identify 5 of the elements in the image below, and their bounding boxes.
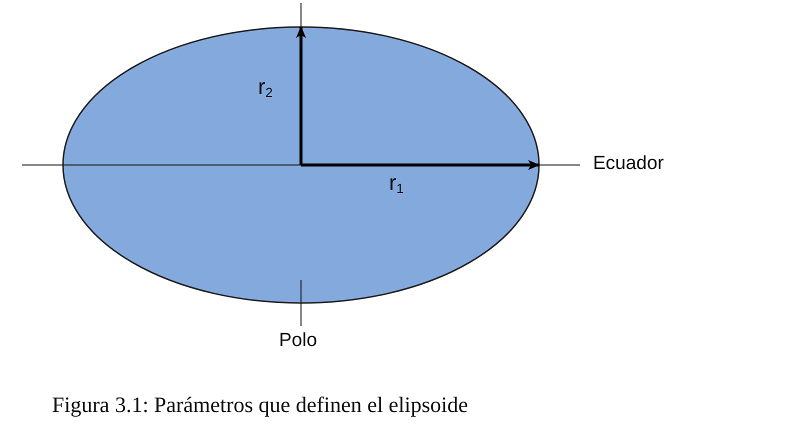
axis-label: Polo — [279, 330, 318, 352]
axis-label: r$_{1}$ — [389, 170, 404, 196]
figure-caption: Figura 3.1: Parámetros que definen el elipsoide — [52, 392, 468, 418]
axis-label: r$_{2}$ — [258, 74, 273, 100]
axis-label: Ecuador — [593, 153, 664, 175]
